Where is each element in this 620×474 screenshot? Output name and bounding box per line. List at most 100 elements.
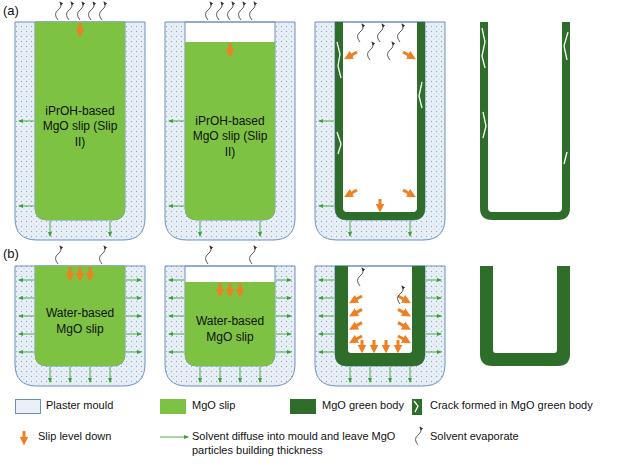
legend-text: Crack formed in MgO green body [430, 399, 615, 413]
plaster-mould [315, 266, 445, 386]
slip-level-arrow [398, 296, 407, 301]
solvent-diffuse-arrow [426, 298, 441, 299]
slip-level-arrow [239, 283, 242, 293]
green-body [335, 22, 425, 220]
evaporation-arrow [56, 2, 62, 20]
solvent-diffuse-arrow [220, 367, 221, 382]
legend-text: Solvent evaporate [430, 430, 610, 444]
solvent-diffuse-arrow [390, 367, 391, 382]
solvent-diffuse-arrow [19, 316, 34, 317]
crack-line [337, 132, 341, 154]
evaporation-arrow [358, 24, 364, 42]
solvent-diffuse-arrow [276, 334, 291, 335]
evaporation-arrow [100, 2, 106, 20]
legend-text: MgO slip [192, 399, 282, 413]
slip-level-arrow [397, 340, 400, 349]
solvent-diffuse-arrow [19, 280, 34, 281]
solvent-diffuse-arrow [426, 352, 441, 353]
plaster-mould [165, 266, 295, 386]
green-body [335, 266, 425, 366]
slip-label: iPrOH-based MgO slip (Slip II) [191, 114, 269, 161]
evaporation-arrow [100, 246, 106, 264]
slip-level-arrow [89, 267, 92, 277]
solvent-diffuse-arrow [350, 221, 351, 236]
solvent-diffuse-arrow [19, 334, 34, 335]
slip-level-arrow [229, 43, 232, 53]
slip-level-arrow [353, 309, 362, 314]
solvent-diffuse-arrow [276, 298, 291, 299]
green-body [480, 22, 570, 220]
evaporation-arrow [358, 268, 364, 286]
slip-level-arrow [229, 283, 232, 293]
crack-icon-line [414, 401, 418, 412]
slip-label: Water-based MgO slip [41, 306, 119, 337]
solvent-diffuse-arrow [370, 367, 371, 382]
solvent-diffuse-arrow [260, 367, 261, 382]
evaporation-arrow [388, 42, 394, 60]
solvent-diffuse-arrow [410, 221, 411, 236]
slip-level-arrow [385, 340, 388, 349]
green-body [480, 266, 570, 366]
legend-swatch [15, 399, 41, 414]
solvent-diffuse-arrow [19, 352, 34, 353]
solvent-diffuse-arrow [90, 367, 91, 382]
crack-line [482, 28, 485, 68]
evaporation-arrow [78, 2, 84, 20]
slip-region: Water-based MgO slip [37, 280, 123, 364]
plaster-mould [15, 266, 145, 386]
solvent-diffuse-arrow [169, 316, 184, 317]
solvent-diffuse-arrow [50, 367, 51, 382]
slip-label: iPrOH-based MgO slip (Slip II) [41, 104, 119, 151]
slip-level-arrow [79, 23, 82, 33]
solvent-diffuse-arrow [319, 316, 334, 317]
slip-region: iPrOH-based MgO slip (Slip II) [187, 56, 273, 218]
solvent-diffuse-arrow [276, 280, 291, 281]
solvent-diffuse-arrow [260, 221, 261, 236]
slip-level-arrow [79, 267, 82, 277]
slip-level-arrow [398, 323, 407, 328]
slip-region: Water-based MgO slip [187, 296, 273, 364]
solvent-diffuse-arrow [410, 367, 411, 382]
evaporation-arrow [250, 246, 256, 264]
crack-line [564, 152, 567, 164]
evaporation-arrow [217, 2, 223, 20]
evaporation-arrow [206, 246, 212, 264]
solvent-diffuse-arrow [276, 316, 291, 317]
evaporation-arrow [368, 42, 374, 60]
slip-level-arrow [398, 309, 407, 314]
evaporation-arrow [89, 2, 95, 20]
mgo-slip [35, 22, 125, 220]
solvent-diffuse-arrow [169, 334, 184, 335]
solvent-diffuse-arrow [169, 298, 184, 299]
solvent-diffuse-arrow [70, 367, 71, 382]
slip-level-arrow [348, 52, 357, 57]
solvent-diffuse-arrow [319, 334, 334, 335]
panel-label: (b) [3, 246, 19, 261]
mgo-slip [185, 282, 275, 366]
solvent-diffuse-arrow [319, 206, 334, 207]
mgo-slip [35, 266, 125, 366]
solvent-diffuse-arrow [169, 206, 184, 207]
legend-text: MgO green body [322, 399, 407, 413]
solvent-diffuse-arrow [276, 352, 291, 353]
slip-level-arrow [348, 190, 357, 195]
slip-region: iPrOH-based MgO slip (Slip II) [37, 36, 123, 218]
plaster-mould [165, 22, 295, 240]
solvent-diffuse-arrow [50, 221, 51, 236]
solvent-diffuse-arrow [126, 352, 141, 353]
solvent-diffuse-arrow [319, 280, 334, 281]
legend-text: Solvent diffuse into mould and leave MgO… [192, 430, 397, 458]
solvent-diffuse-arrow [19, 298, 34, 299]
solvent-diffuse-arrow [426, 316, 441, 317]
slip-level-arrow [403, 52, 412, 57]
solvent-diffuse-arrow [240, 367, 241, 382]
solvent-diffuse-arrow [169, 280, 184, 281]
slip-level-arrow [23, 431, 26, 441]
mgo-slip [185, 42, 275, 220]
solvent-diffuse-arrow [110, 221, 111, 236]
solvent-diffuse-arrow [426, 280, 441, 281]
plaster-mould [15, 22, 145, 240]
crack-line [564, 32, 568, 60]
panel-label: (a) [3, 3, 19, 18]
